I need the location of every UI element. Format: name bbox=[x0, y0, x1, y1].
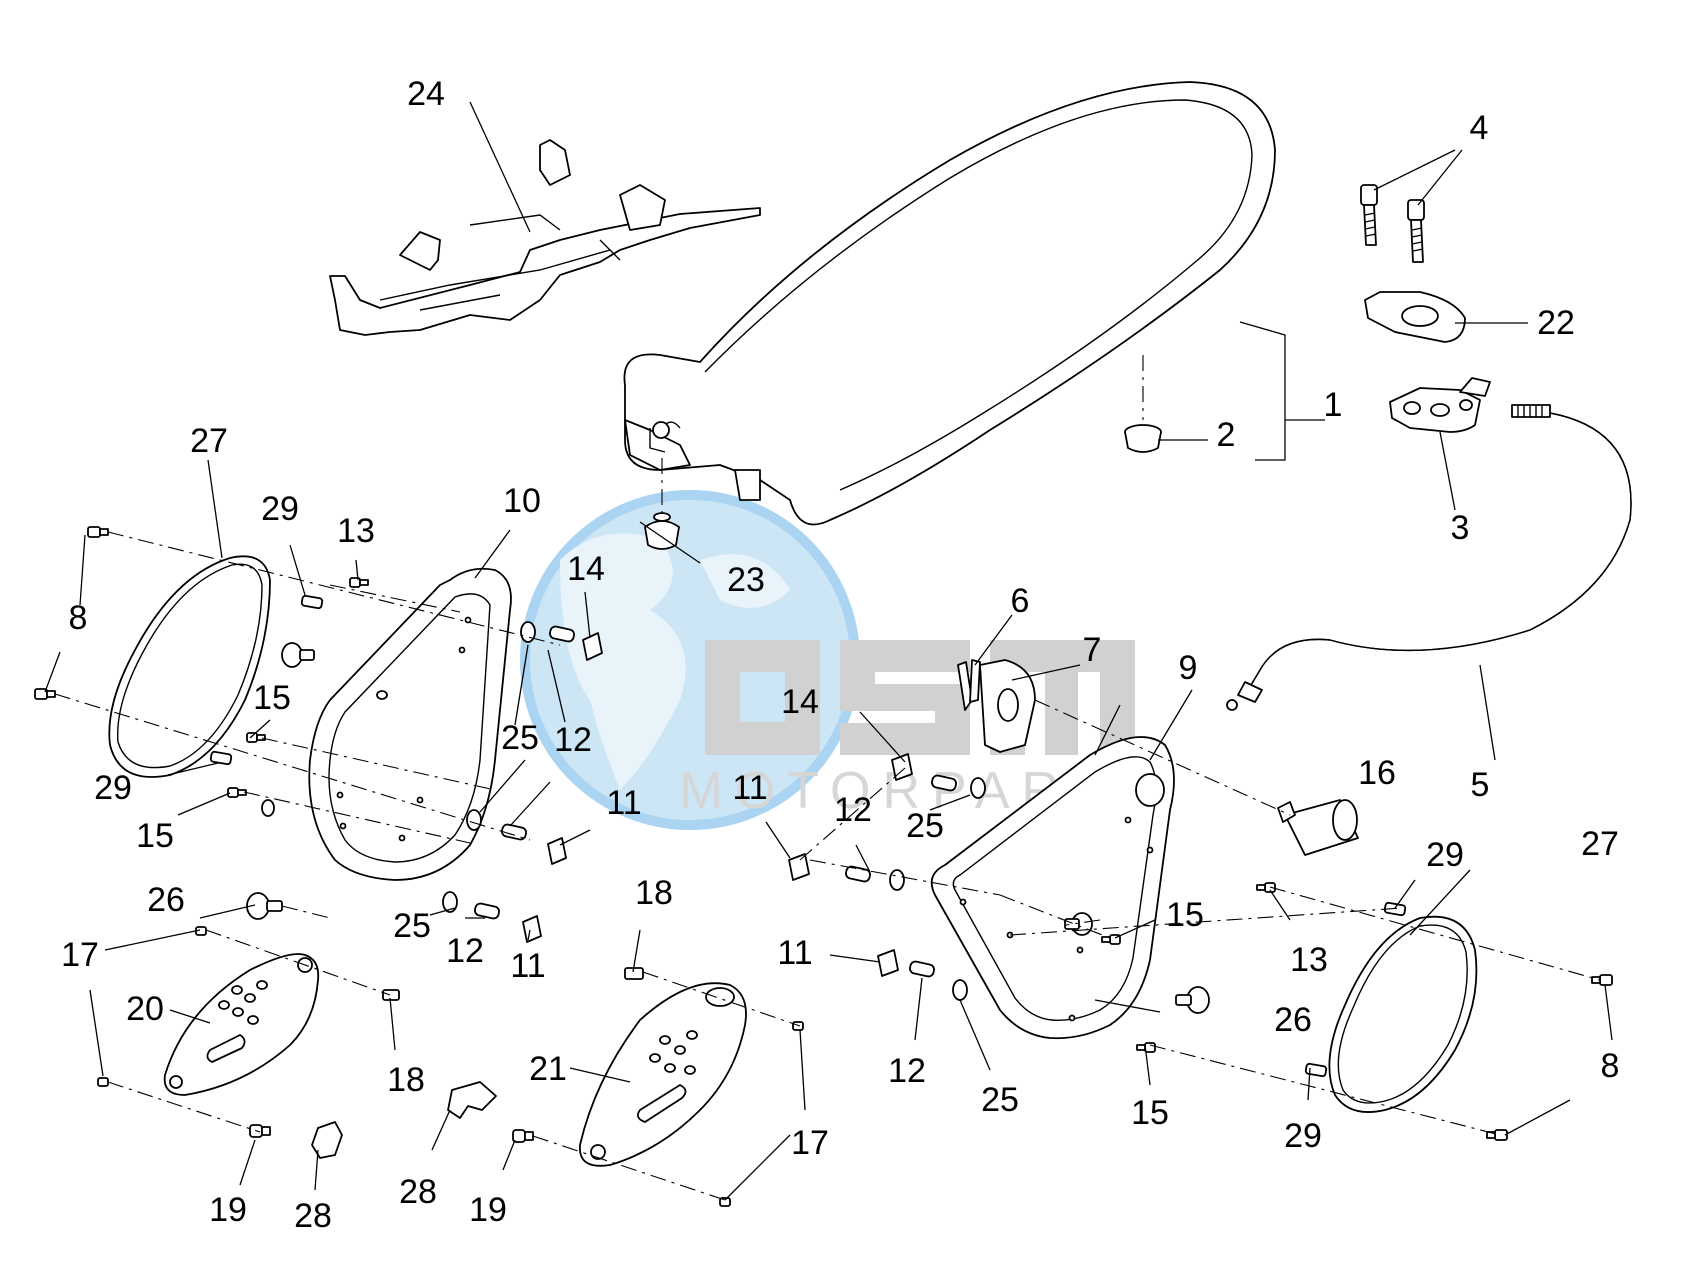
part-27-right-gasket bbox=[1328, 915, 1478, 1113]
callout-3: 3 bbox=[1451, 509, 1470, 547]
callout-26-right: 26 bbox=[1274, 1001, 1312, 1039]
part-15-screws bbox=[227, 732, 1156, 1053]
callout-21: 21 bbox=[529, 1050, 567, 1088]
part-17-screws bbox=[97, 926, 804, 1207]
callout-28-b: 28 bbox=[399, 1173, 437, 1211]
part-14-clips bbox=[582, 632, 913, 781]
part-12-bushings bbox=[474, 625, 957, 978]
callout-6: 6 bbox=[1011, 582, 1030, 620]
callout-15-c: 15 bbox=[1166, 896, 1204, 934]
part-8-screws bbox=[34, 526, 1613, 1141]
callout-26-left: 26 bbox=[147, 881, 185, 919]
part-29-spacers bbox=[209, 594, 1407, 1078]
callout-13-right: 13 bbox=[1290, 941, 1328, 979]
watermark-continents bbox=[560, 533, 790, 790]
callout-12-a: 12 bbox=[554, 721, 592, 759]
callout-11-d: 11 bbox=[777, 934, 812, 972]
callout-29-c: 29 bbox=[1426, 836, 1464, 874]
callout-labels: 1 2 3 4 5 6 7 8 8 9 10 11 11 11 11 12 12… bbox=[61, 75, 1619, 1235]
callout-13-left: 13 bbox=[337, 512, 375, 550]
callout-11-a: 11 bbox=[606, 784, 641, 822]
knob bbox=[281, 642, 315, 668]
part-24-seat-frame bbox=[329, 139, 761, 336]
hardware bbox=[34, 526, 1613, 1207]
callout-14-right: 14 bbox=[781, 683, 819, 721]
callout-11-c: 11 bbox=[732, 769, 767, 807]
part-13-screws bbox=[349, 577, 1276, 893]
part-16-lock bbox=[1277, 799, 1359, 856]
callout-19-b: 19 bbox=[469, 1191, 507, 1229]
part-2-rubber-buffer bbox=[1124, 424, 1162, 453]
leader-lines bbox=[44, 101, 1613, 1201]
callout-18-b: 18 bbox=[387, 1061, 425, 1099]
callout-5: 5 bbox=[1471, 766, 1490, 804]
callout-14-left: 14 bbox=[567, 550, 605, 588]
callout-29-b: 29 bbox=[94, 769, 132, 807]
part-3-latch bbox=[1389, 377, 1491, 433]
part-27-left-gasket bbox=[108, 555, 271, 778]
callout-19-a: 19 bbox=[209, 1191, 247, 1229]
callout-17-b: 17 bbox=[791, 1124, 829, 1162]
callout-25-d: 25 bbox=[981, 1081, 1019, 1119]
callout-18-a: 18 bbox=[635, 874, 673, 912]
part-19-bolts bbox=[249, 1124, 534, 1143]
part-9-right-side-cover bbox=[930, 736, 1175, 1040]
part-5-cable bbox=[1226, 404, 1632, 711]
callout-15-b: 15 bbox=[136, 817, 174, 855]
callout-24: 24 bbox=[407, 75, 445, 113]
callout-29-a: 29 bbox=[261, 490, 299, 528]
callout-22: 22 bbox=[1537, 304, 1575, 342]
callout-17-a: 17 bbox=[61, 936, 99, 974]
part-20-heel-guard bbox=[163, 953, 320, 1096]
callout-15-a: 15 bbox=[253, 679, 291, 717]
part-11-clips bbox=[522, 837, 899, 977]
callout-16: 16 bbox=[1358, 754, 1396, 792]
part-7-plate bbox=[979, 659, 1036, 753]
callout-8-right: 8 bbox=[1601, 1047, 1620, 1085]
part-6-spring-clip bbox=[957, 659, 981, 711]
callout-10: 10 bbox=[503, 482, 541, 520]
callout-25-c: 25 bbox=[906, 807, 944, 845]
callout-15-d: 15 bbox=[1131, 1094, 1169, 1132]
callout-11-b: 11 bbox=[510, 947, 545, 985]
callout-2: 2 bbox=[1217, 416, 1236, 454]
assembly-centerlines bbox=[54, 355, 1601, 1201]
part-28-clamps bbox=[311, 1081, 497, 1159]
part-10-left-side-cover bbox=[308, 567, 512, 881]
callout-7: 7 bbox=[1083, 631, 1102, 669]
callout-20: 20 bbox=[126, 990, 164, 1028]
part-21-heel-guard bbox=[579, 982, 747, 1167]
callout-12-d: 12 bbox=[888, 1052, 926, 1090]
callout-25-b: 25 bbox=[393, 907, 431, 945]
callout-27-left: 27 bbox=[190, 422, 228, 460]
callout-25-a: 25 bbox=[501, 719, 539, 757]
callout-12-b: 12 bbox=[446, 932, 484, 970]
callout-8-left: 8 bbox=[69, 599, 88, 637]
callout-23: 23 bbox=[727, 561, 765, 599]
part-4-screws bbox=[1360, 184, 1425, 263]
part-1-seat bbox=[623, 81, 1276, 526]
part-23-rubber-buffer bbox=[644, 512, 680, 550]
callout-27-right: 27 bbox=[1581, 825, 1619, 863]
callout-1: 1 bbox=[1324, 386, 1343, 424]
callout-12-c: 12 bbox=[834, 791, 872, 829]
callout-9: 9 bbox=[1179, 649, 1198, 687]
callout-29-d: 29 bbox=[1284, 1117, 1322, 1155]
callout-4: 4 bbox=[1470, 109, 1489, 147]
part-22-plate bbox=[1364, 291, 1466, 343]
part-18-nuts bbox=[382, 967, 644, 1001]
callout-28-a: 28 bbox=[294, 1197, 332, 1235]
